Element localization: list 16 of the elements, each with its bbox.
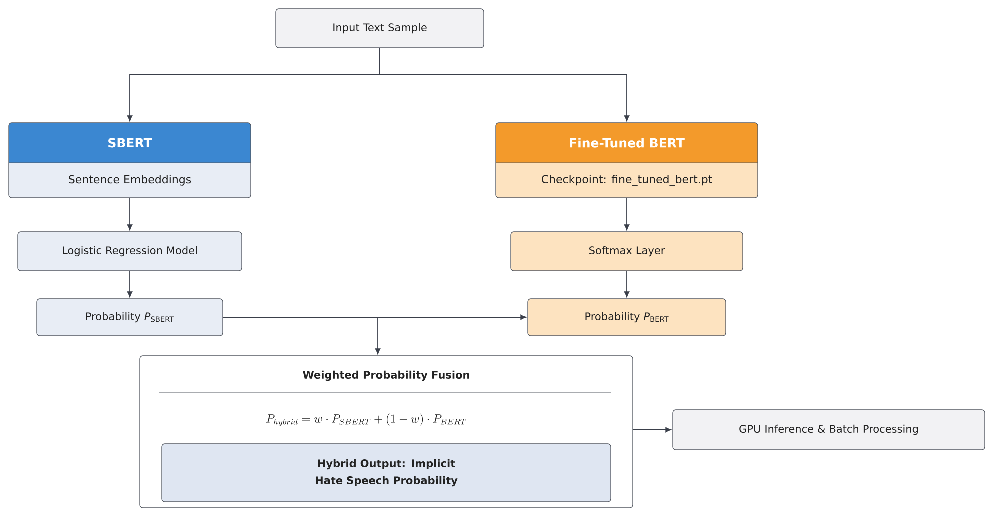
output-box: Hybrid Output: Implicit Hate Speech Probability [162,444,612,502]
arrow [624,270,630,298]
arrow [380,48,630,122]
arrow [127,270,133,298]
arrow [624,198,630,230]
arrow [127,198,133,230]
model-box: SBERT Sentence Embeddings [8,122,252,198]
model-box: Fine-Tuned BERT Checkpoint: fine_tuned_bert.pt [496,122,758,198]
process-box: Logistic Regression Model [18,232,242,272]
input-box: Input Text Sample [276,8,484,48]
probability-box: Probability P$_{SBERT}$ [36,298,224,336]
process-box: GPU Inference & Batch Processing [672,410,986,450]
process-box: Softmax Layer [510,232,744,272]
probability-box: Probability P$_{BERT}$ [528,298,726,336]
arrow [632,427,672,433]
arrow [222,317,381,354]
